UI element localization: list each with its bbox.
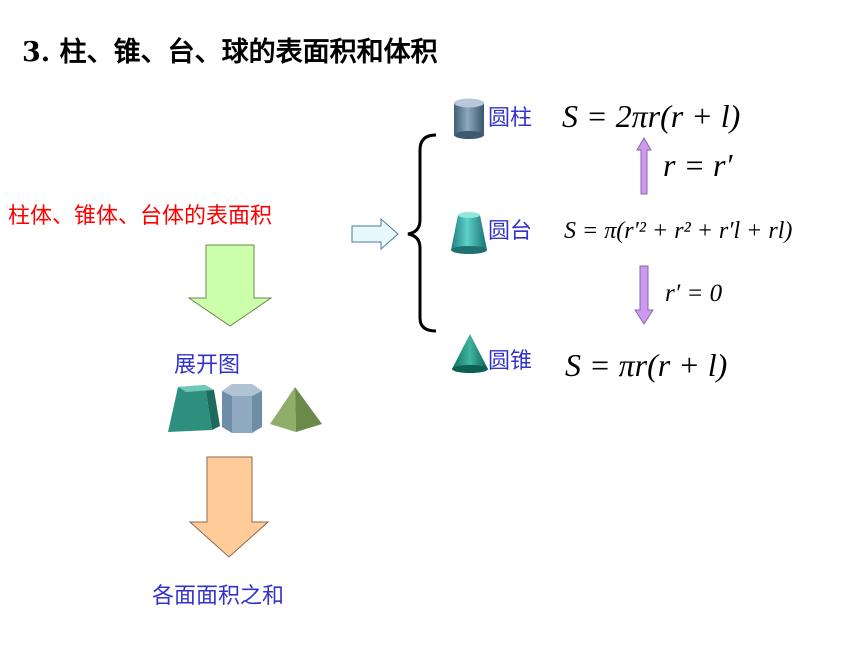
- condition-r-equals-r-prime: r = r′: [663, 147, 733, 183]
- cylinder-label: 圆柱: [488, 106, 533, 131]
- down-arrow-orange: [188, 456, 270, 558]
- hexagonal-prism-icon: [222, 384, 262, 433]
- surface-area-label: 柱体、锥体、台体的表面积: [8, 204, 273, 229]
- down-arrow-violet: [634, 265, 654, 325]
- condition-r-prime-zero: r′ = 0: [665, 280, 723, 307]
- frustum-label: 圆台: [488, 219, 533, 244]
- prism-frustum-icon: [168, 385, 220, 432]
- unfold-label: 展开图: [174, 353, 241, 378]
- frustum-formula: S = π(r′² + r² + r′l + rl): [564, 218, 793, 244]
- pyramid-icon: [270, 387, 322, 432]
- cone-formula: S = πr(r + l): [565, 347, 728, 383]
- cylinder-formula: S = 2πr(r + l): [562, 98, 741, 134]
- cylinder-icon: [454, 98, 484, 139]
- page-title: 3. 柱、锥、台、球的表面积和体积: [22, 37, 438, 68]
- sum-of-faces-label: 各面面积之和: [152, 584, 285, 609]
- left-brace: [407, 133, 437, 333]
- cone-icon: [452, 334, 488, 373]
- down-arrow-green: [187, 244, 273, 327]
- frustum-icon: [451, 212, 487, 254]
- right-arrow: [351, 217, 399, 251]
- cone-label: 圆锥: [488, 349, 533, 374]
- up-arrow-violet: [636, 137, 652, 195]
